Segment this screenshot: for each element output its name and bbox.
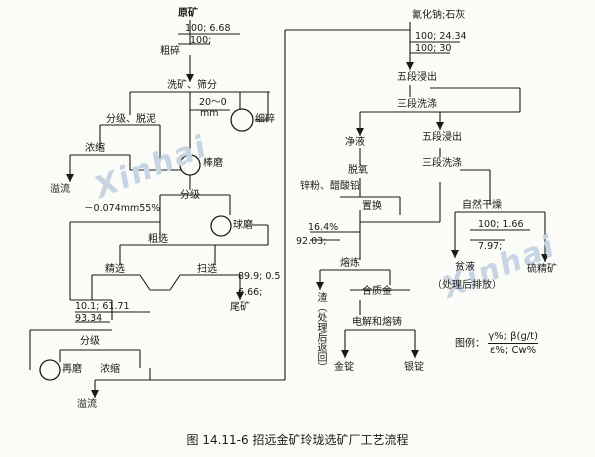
- three-stage-wash-b-label: 三段洗涤: [422, 158, 462, 169]
- size-note-top: 20～0: [199, 97, 227, 108]
- scavenger-label: 扫选: [197, 264, 217, 275]
- classify-desliming-label: 分级、脱泥: [106, 114, 156, 125]
- cleaner-label: 精选: [105, 264, 125, 275]
- ball-mill-symbol: [210, 215, 232, 237]
- thickening-label: 浓缩: [85, 143, 105, 154]
- electrolysis-label: 电解和熔铸: [352, 317, 402, 328]
- legend-row-1: γ%; β(g/t): [488, 331, 538, 344]
- replacement-label: 置换: [362, 201, 382, 212]
- ball-mill-label: 球磨: [233, 220, 253, 231]
- pyrite-concentrate-label: 硫精矿: [527, 264, 557, 275]
- concentrate-values-bottom: 93.34: [75, 313, 103, 324]
- three-stage-wash-label: 三段洗涤: [397, 99, 437, 110]
- regrind-mill-symbol: [39, 359, 61, 381]
- overflow-2-label: 溢流: [77, 399, 97, 410]
- legend-title: 图例：: [455, 338, 485, 350]
- smelting-label: 熔炼: [340, 258, 360, 269]
- discharge-note-label: （处理后排放）: [432, 280, 502, 291]
- five-stage-leach-b-label: 五段浸出: [422, 132, 462, 143]
- five-stage-leach-label: 五段浸出: [397, 72, 437, 83]
- coarse-crush-label: 粗碎: [160, 46, 180, 57]
- replacement-values-top: 16.4%: [308, 222, 339, 233]
- tailings-label: 尾矿: [230, 302, 250, 313]
- thicken-2-label: 浓缩: [100, 364, 120, 375]
- alloy-gold-label: 合质金: [362, 286, 392, 297]
- silver-ingot-label: 银锭: [404, 362, 424, 373]
- tailings-values-top: 89.9; 0.5: [238, 271, 281, 282]
- reagent-values-bottom: 100; 30: [415, 43, 452, 54]
- replacement-values-bottom: 92.03;: [296, 236, 327, 247]
- fine-crusher-symbol: [230, 108, 254, 132]
- rod-mill-symbol: [179, 154, 201, 176]
- zinc-powder-label: 锌粉、醋酸铅: [300, 181, 360, 192]
- figure-caption: 图 14.11-6 招远金矿玲珑选矿厂工艺流程: [186, 433, 409, 447]
- fine-crush-label: 细碎: [255, 114, 275, 125]
- slag-label: 渣（处理后返回）: [315, 292, 326, 372]
- legend: 图例： γ%; β(g/t) ε%; Cw%: [455, 330, 538, 357]
- rod-mill-label: 棒磨: [203, 158, 223, 169]
- washing-screening-label: 洗矿、筛分: [167, 80, 217, 91]
- reagent-label: 氰化钠;石灰: [412, 10, 466, 21]
- size-note-bottom: mm: [200, 108, 219, 119]
- classify-label: 分级: [180, 190, 200, 201]
- dry-values-top: 100; 1.66: [478, 219, 524, 230]
- deoxygen-label: 脱氧: [348, 165, 368, 176]
- grind-size-label: －0.074mm55%: [84, 203, 161, 214]
- legend-row-2: ε%; Cw%: [490, 345, 537, 356]
- rougher-label: 粗选: [148, 234, 168, 245]
- raw-ore-values-bottom: 100;: [190, 35, 212, 46]
- purify-label: 净液: [345, 137, 365, 148]
- overflow-label: 溢流: [50, 184, 70, 195]
- lean-solution-label: 贫液: [455, 262, 475, 273]
- regrind-label: 再磨: [62, 364, 82, 375]
- raw-ore-values-top: 100; 6.68: [185, 23, 231, 34]
- raw-ore-label: 原矿: [178, 8, 198, 19]
- reagent-values-top: 100; 24.34: [415, 31, 467, 42]
- classify-2-label: 分级: [80, 336, 100, 347]
- dry-values-bottom: 7.97;: [478, 241, 503, 252]
- tailings-values-bottom: 6.66;: [238, 287, 263, 298]
- concentrate-values-top: 10.1; 61.71: [75, 301, 130, 312]
- natural-dry-label: 自然干燥: [462, 200, 502, 211]
- gold-ingot-label: 金锭: [334, 362, 354, 373]
